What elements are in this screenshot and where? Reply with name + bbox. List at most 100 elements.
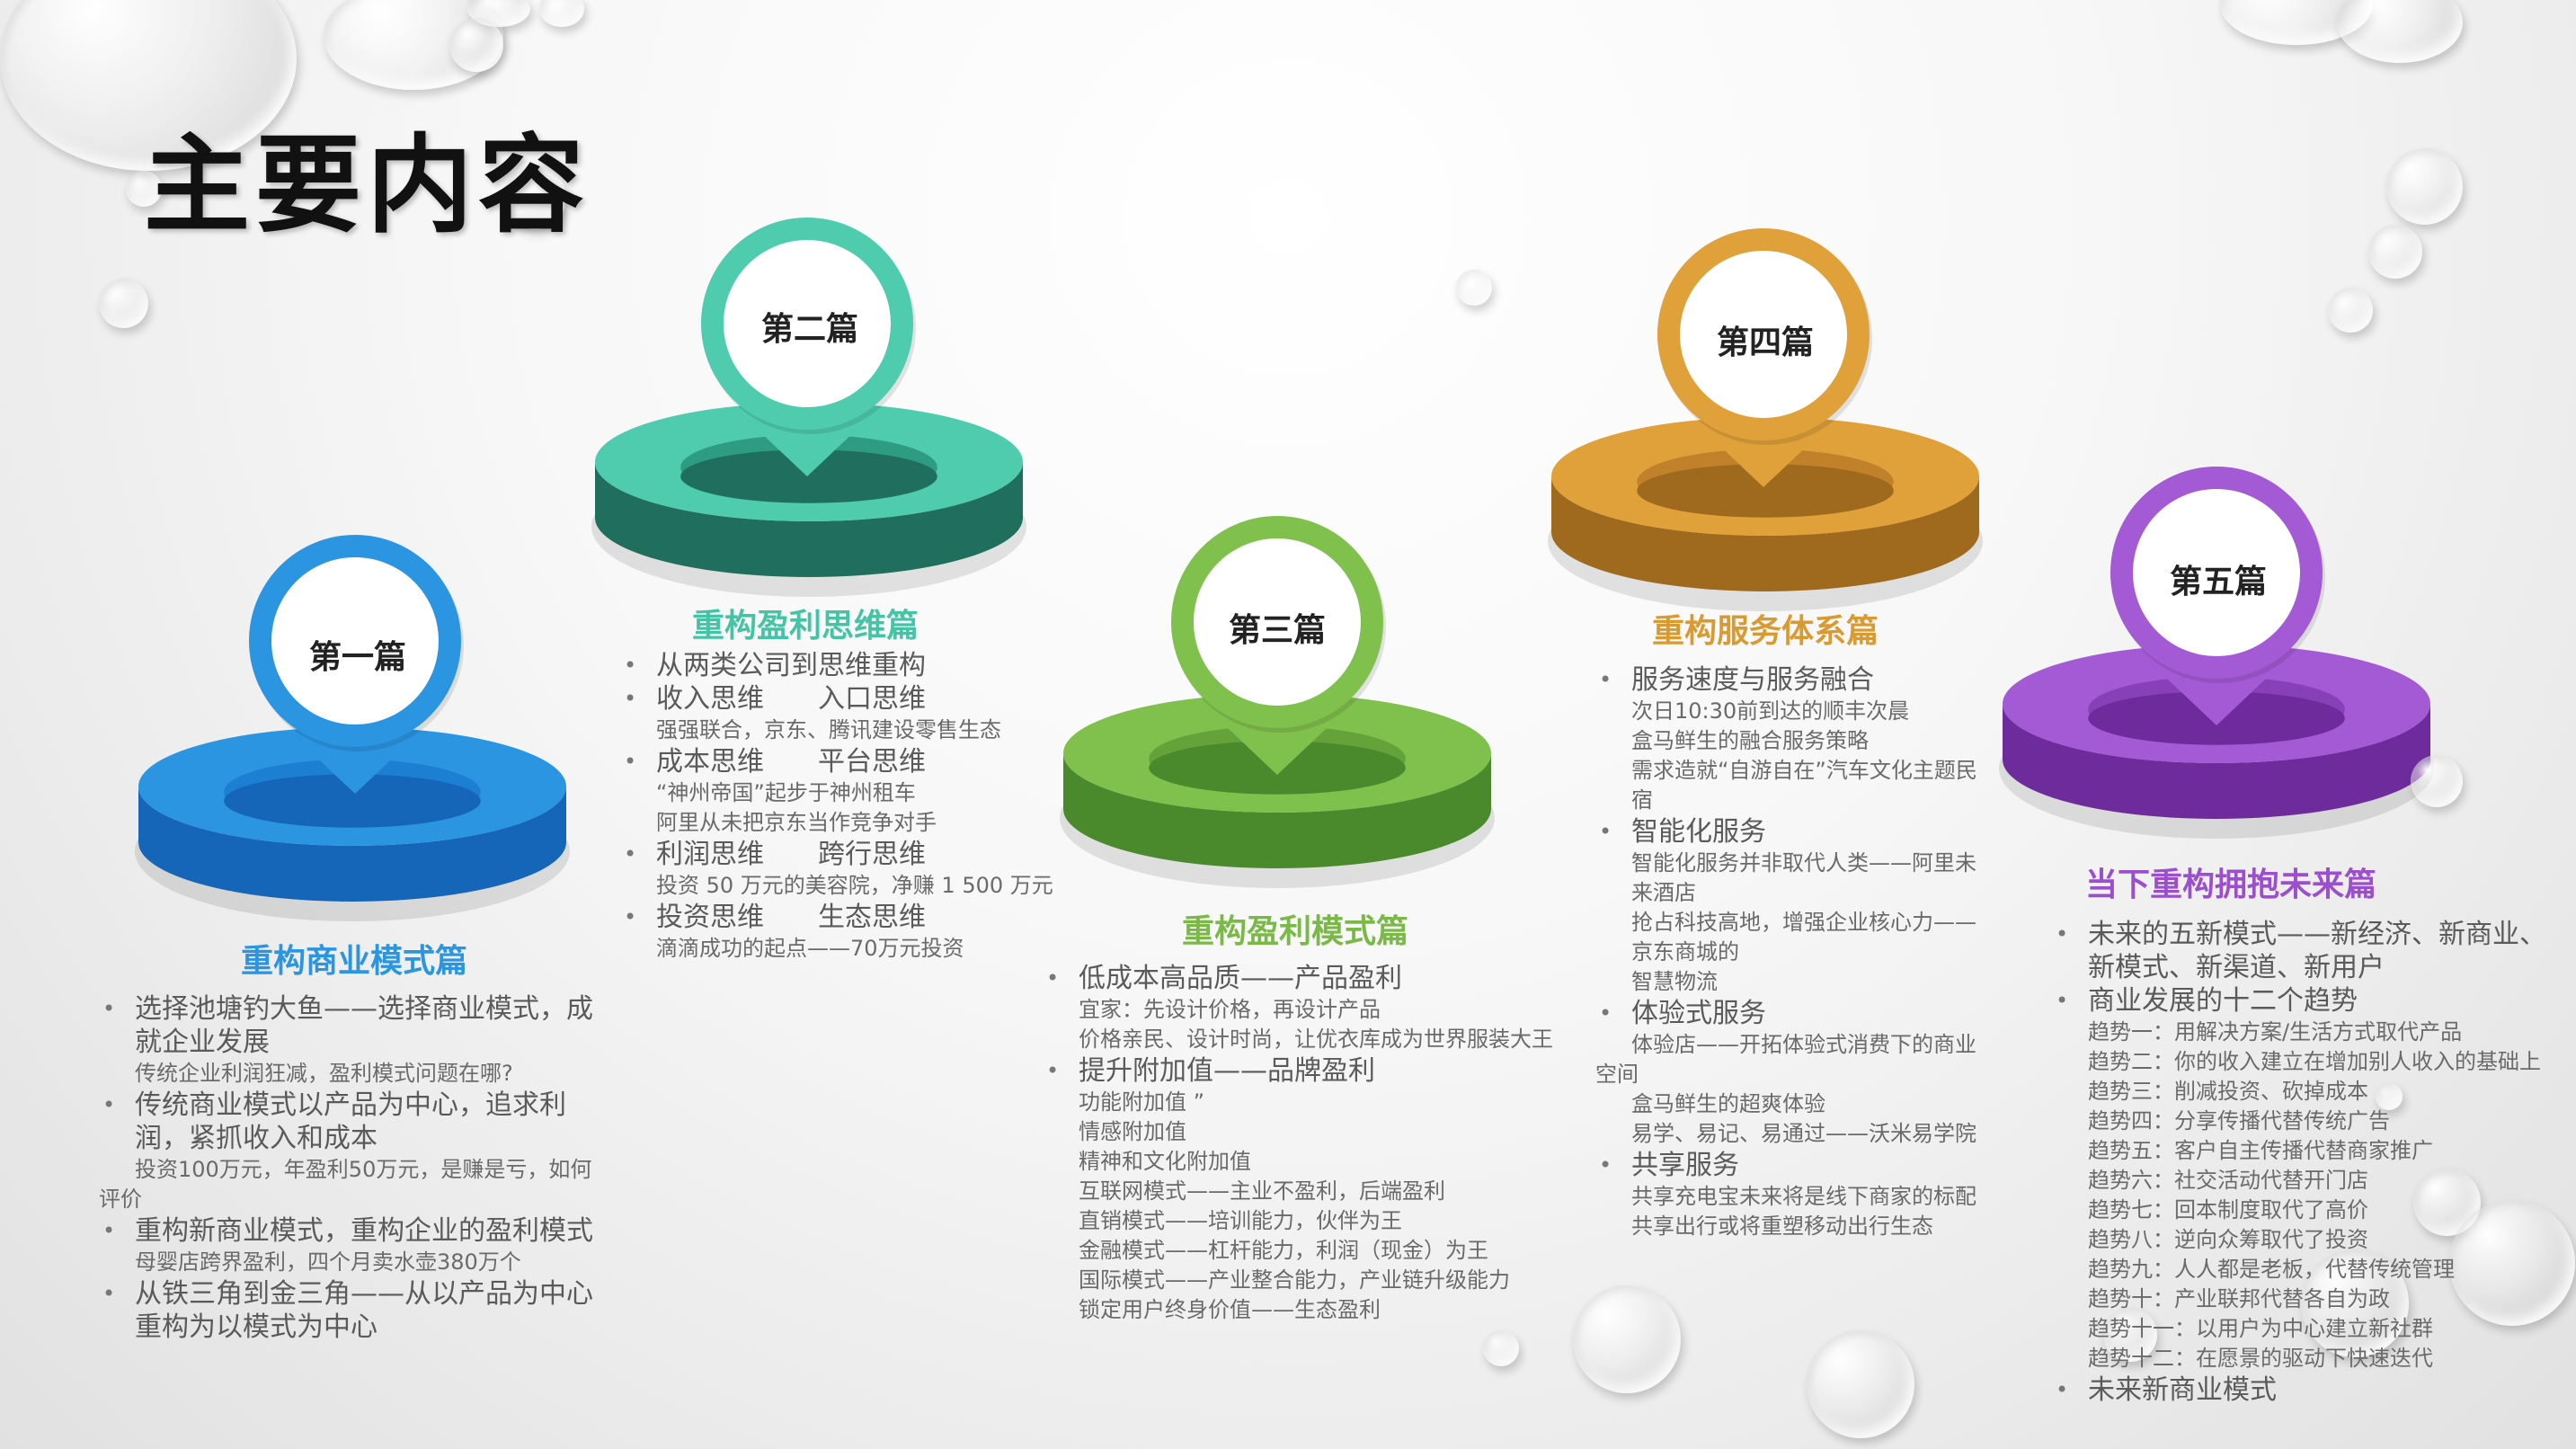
water-drop (1483, 1330, 1519, 1366)
bullet-item: 重构新商业模式，重构企业的盈利模式 (99, 1214, 611, 1248)
bullet-item: 智能化服务 (1595, 815, 1982, 849)
section-content-1: 选择池塘钓大鱼——选择商业模式，成就企业发展传统企业利润狂减，盈利模式问题在哪?… (99, 992, 611, 1344)
sub-item: 趋势一：用解决方案/生活方式取代产品 (2088, 1019, 2463, 1045)
sub-item: 趋势十二：在愿景的驱动下快速迭代 (2088, 1346, 2433, 1371)
bullet-item: 利润思维 跨行思维 (620, 838, 1070, 871)
water-drop (1456, 270, 1492, 306)
section-content-5: 未来的五新模式——新经济、新商业、新模式、新渠道、新用户商业发展的十二个趋势趋势… (2052, 918, 2569, 1407)
sub-item: 趋势三：削减投资、砍掉成本 (2088, 1079, 2368, 1104)
pin-tip (1701, 427, 1826, 487)
sub-item: 体验店——开拓体验式消费下的商业空间 (1595, 1032, 1976, 1087)
bullet-item: 低成本高品质——产品盈利 (1043, 962, 1582, 995)
sub-item: 精神和文化附加值 (1079, 1149, 1251, 1174)
sub-item: 投资 50 万元的美容院，净赚 1 500 万元 (656, 873, 1053, 898)
sub-item: 母婴店跨界盈利，四个月卖水壶380万个 (135, 1249, 521, 1275)
pin-center (2133, 489, 2300, 656)
sub-item: 盒马鲜生的超爽体验 (1631, 1091, 1825, 1116)
bullet-item: 成本思维 平台思维 (620, 745, 1070, 778)
sub-item: 次日10:30前到达的顺丰次晨 (1631, 698, 1910, 724)
pin-tip (744, 416, 870, 476)
sub-item: 趋势九：人人都是老板，代替传统管理 (2088, 1257, 2455, 1282)
bullet-item: 商业发展的十二个趋势 (2052, 984, 2569, 1018)
water-drop (126, 171, 162, 207)
sub-item: 趋势十一：以用户为中心建立新社群 (2088, 1316, 2433, 1341)
ring-hole-inner (1637, 464, 1894, 518)
sub-item: 趋势二：你的收入建立在增加别人收入的基础上 (2088, 1049, 2541, 1074)
sub-item: 需求造就“自游自在”汽车文化主题民宿 (1631, 758, 1977, 813)
water-drop (2103, 1308, 2157, 1362)
bullet-item: 从铁三角到金三角——从以产品为中心重构为以模式为中心 (99, 1277, 611, 1344)
sub-item: 阿里从未把京东当作竞争对手 (656, 810, 937, 835)
sub-item: 投资100万元，年盈利50万元，是赚是亏，如何评价 (99, 1157, 592, 1212)
water-drop (2411, 755, 2463, 807)
bullet-item: 体验式服务 (1595, 997, 1982, 1030)
pin-label-2: 第二篇 (760, 311, 858, 348)
sub-item: 智能化服务并非取代人类——阿里未来酒店 (1631, 850, 1976, 905)
sub-item: 滴滴成功的起点——70万元投资 (656, 936, 964, 961)
bullet-item: 从两类公司到思维重构 (620, 649, 1070, 682)
water-drop (449, 18, 503, 72)
sub-item: 趋势八：逆向众筹取代了投资 (2088, 1227, 2368, 1252)
sub-item: 易学、易记、易通过——沃米易学院 (1631, 1121, 1976, 1146)
pin-label-5: 第五篇 (2169, 564, 2267, 600)
pin-center (724, 240, 891, 407)
section-content-4: 服务速度与服务融合次日10:30前到达的顺丰次晨盒马鲜生的融合服务策略需求造就“… (1595, 663, 1982, 1241)
ring-side (2003, 704, 2430, 819)
bullet-item: 服务速度与服务融合 (1595, 663, 1982, 697)
water-drop (99, 279, 148, 328)
sub-item: 直销模式——培训能力，伙伴为王 (1079, 1208, 1402, 1233)
section-title-4: 重构服务体系篇 (1651, 613, 1879, 650)
water-drop (2328, 288, 2373, 333)
water-drop (503, 166, 566, 229)
section-title-2: 重构盈利思维篇 (691, 608, 919, 644)
bullet-item: 传统商业模式以产品为中心，追求利润，紧抓收入和成本 (99, 1089, 611, 1155)
pin-center (1680, 251, 1847, 418)
water-drop (2386, 148, 2463, 225)
ring-side (1551, 476, 1979, 591)
pin-center (1194, 538, 1361, 706)
sub-item: 国际模式——产业整合能力，产业链升级能力 (1079, 1267, 1510, 1293)
sub-item: 趋势七：回本制度取代了高价 (2088, 1197, 2368, 1222)
sub-item: “神州帝国”起步于神州租车 (656, 780, 916, 805)
water-drop (2368, 225, 2422, 279)
sub-item: 传统企业利润狂减，盈利模式问题在哪? (135, 1061, 513, 1086)
sub-item: 趋势五：客户自主传播代替商家推广 (2088, 1138, 2433, 1163)
sub-item: 趋势十：产业联邦代替各自为政 (2088, 1286, 2390, 1311)
pin-center (271, 557, 439, 724)
water-drop (2376, 1083, 2403, 1110)
bullet-item: 收入思维 入口思维 (620, 682, 1070, 716)
bullet-item: 未来新商业模式 (2052, 1373, 2569, 1407)
bullet-item: 未来的五新模式——新经济、新商业、新模式、新渠道、新用户 (2052, 918, 2569, 984)
sub-item: 金融模式——杠杆能力，利润（现金）为王 (1079, 1238, 1488, 1263)
sub-item: 趋势四：分享传播代替传统广告 (2088, 1108, 2390, 1133)
section-title-3: 重构盈利模式篇 (1181, 913, 1408, 950)
ring-hole-inner (224, 774, 481, 828)
water-drop (2449, 1200, 2575, 1326)
water-drop (1807, 1330, 1914, 1438)
ring-hole-inner (680, 449, 937, 503)
sub-item: 价格亲民、设计时尚，让优衣库成为世界服装大王 (1079, 1027, 1553, 1052)
section-title-5: 当下重构拥抱未来篇 (2084, 867, 2376, 903)
pin-tip (1214, 715, 1340, 775)
sub-item: 盒马鲜生的融合服务策略 (1631, 728, 1869, 753)
water-drop (2301, 1249, 2409, 1357)
water-drop (1573, 1285, 1681, 1393)
sub-item: 功能附加值 ” (1079, 1089, 1205, 1115)
pin-label-3: 第三篇 (1228, 612, 1326, 649)
bullet-item: 提升附加值——品牌盈利 (1043, 1054, 1582, 1088)
section-content-3: 低成本高品质——产品盈利宜家：先设计价格，再设计产品价格亲民、设计时尚，让优衣库… (1043, 962, 1582, 1325)
sub-item: 宜家：先设计价格，再设计产品 (1079, 997, 1381, 1022)
ring-side (138, 787, 566, 902)
sub-item: 强强联合，京东、腾讯建设零售生态 (656, 717, 1001, 742)
sub-item: 抢占科技高地，增强企业核心力——京东商城的 (1631, 910, 1976, 965)
sub-item: 锁定用户终身价值——生态盈利 (1079, 1297, 1381, 1322)
sub-item: 趋势六：社交活动代替开门店 (2088, 1168, 2368, 1193)
water-drop (2337, 0, 2463, 63)
pin-label-4: 第四篇 (1716, 324, 1814, 361)
pin-tip (292, 733, 418, 794)
pin-tip (2154, 665, 2279, 725)
sub-item: 智慧物流 (1631, 969, 1718, 994)
section-title-1: 重构商业模式篇 (240, 943, 467, 980)
